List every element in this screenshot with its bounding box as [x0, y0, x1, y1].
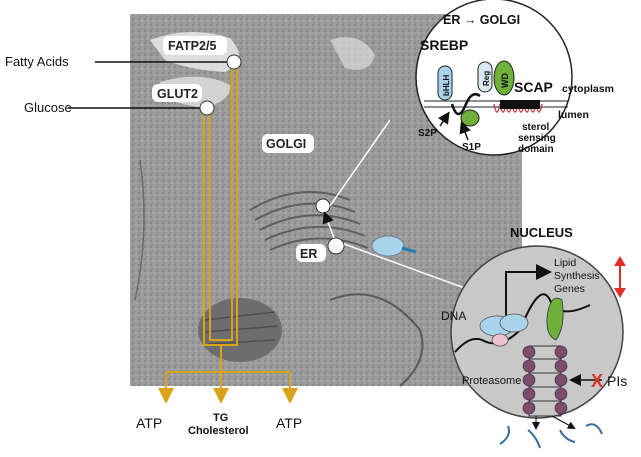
- sterol-label-2: sensing: [518, 133, 556, 144]
- er-to-nucleus-line: [343, 243, 471, 291]
- fatp-label-box: [163, 36, 227, 55]
- er-to-golgi-arrow: [322, 211, 335, 239]
- fatp-transporter-marker: [226, 54, 242, 70]
- glut-label: GLUT2: [157, 87, 198, 101]
- inset-er-golgi: ER → GOLGI SREBP SCAP cytoplasm lumen bH…: [415, 0, 614, 156]
- inset-title: ER → GOLGI: [443, 13, 520, 27]
- cytoplasm-label: cytoplasm: [562, 83, 614, 95]
- glut-transporter-marker: [199, 100, 215, 116]
- s1p-arrow: [459, 121, 471, 141]
- sterol-label-1: sterol: [522, 122, 549, 133]
- regulation-arrow: [614, 256, 626, 298]
- reg-label: Reg: [482, 71, 491, 86]
- cofactor-pink: [491, 333, 509, 347]
- er-marker: [327, 237, 345, 255]
- sterol-sensing-bar: [500, 100, 540, 109]
- fatp-label: FATP2/5: [168, 39, 216, 53]
- bhlh-label: bHLH: [442, 74, 451, 96]
- wd-domain: [493, 60, 515, 96]
- golgi-label: GOLGI: [266, 137, 306, 151]
- genes-label-3: Genes: [554, 283, 585, 295]
- degraded-fragments: [499, 423, 603, 449]
- genes-label-2: Synthesis: [554, 270, 600, 282]
- atp-right-label: ATP: [276, 415, 302, 431]
- srebp-nuclear-b: [499, 313, 529, 333]
- tg-label: TG: [213, 412, 228, 424]
- er-label-box: [296, 244, 326, 262]
- scap-title: SCAP: [514, 79, 553, 95]
- srebp-hairpin: [450, 93, 481, 116]
- s2p-label: S2P: [418, 128, 437, 139]
- scap-green-lumen: [460, 109, 480, 127]
- fatty-acids-label: Fatty Acids: [5, 54, 69, 69]
- srebp-title: SREBP: [420, 37, 468, 53]
- srebp-cytosolic-blob: [371, 235, 405, 257]
- s2p-arrow: [438, 111, 450, 127]
- transport-paths: [158, 62, 298, 404]
- reg-domain: [477, 61, 493, 93]
- bhlh-domain: [437, 65, 453, 101]
- transcription-arrow: [505, 264, 552, 330]
- proteasome-label: Proteasome: [462, 375, 521, 387]
- wd-label: WD: [500, 73, 510, 88]
- er-label: ER: [300, 247, 317, 261]
- srebp-tail: [401, 246, 417, 254]
- inset-nucleus: Lipid Synthesis Genes DNA: [441, 245, 626, 449]
- lumen-label: lumen: [558, 109, 589, 121]
- golgi-label-box: [262, 134, 314, 153]
- golgi-to-inset-line: [329, 119, 391, 207]
- inhibition-x-mark: X: [591, 371, 603, 391]
- scap-fragment-green: [546, 297, 564, 341]
- atp-left-label: ATP: [136, 415, 162, 431]
- nucleus-title: NUCLEUS: [510, 225, 573, 240]
- pis-label: PIs: [607, 373, 627, 389]
- genes-label-1: Lipid: [554, 257, 576, 269]
- golgi-marker: [315, 198, 331, 214]
- glucose-label: Glucose: [24, 100, 72, 115]
- proteasome: [522, 345, 568, 417]
- sterol-label-3: domain: [518, 144, 554, 155]
- s1p-label: S1P: [462, 142, 481, 153]
- glut-label-box: [152, 84, 202, 102]
- cholesterol-label: Cholesterol: [188, 425, 249, 437]
- dna-label: DNA: [441, 309, 466, 323]
